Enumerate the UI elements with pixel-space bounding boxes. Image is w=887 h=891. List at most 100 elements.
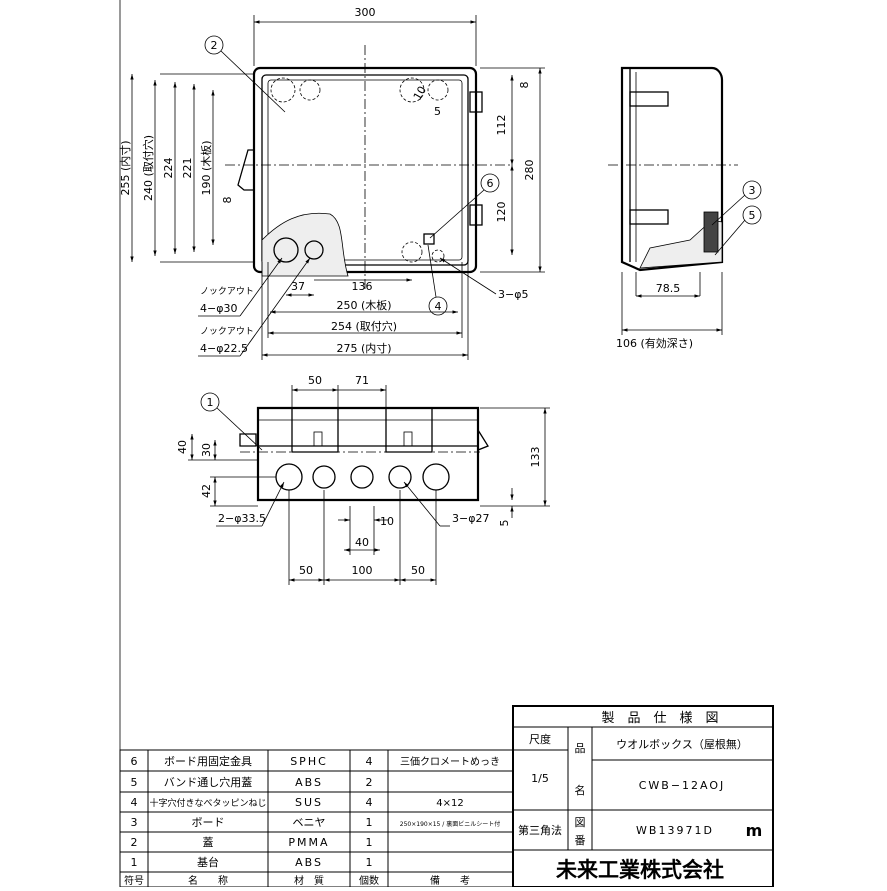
side-dim-106: 106 (有効深さ): [616, 336, 693, 350]
front-dim-280: 280: [523, 160, 536, 181]
front-hinge-top: [469, 91, 483, 113]
svg-text:1: 1: [366, 856, 373, 869]
bottom-dim-71: 71: [355, 374, 369, 387]
drawing-number: WB13971D: [636, 824, 714, 837]
scale-label: 尺度: [529, 732, 551, 746]
svg-text:250×190×15 / 裏面ビニルシート付: 250×190×15 / 裏面ビニルシート付: [400, 820, 500, 828]
front-dim-250: 250 (木板): [336, 298, 391, 312]
table-header-row: 符号 名 称 材 質 個数 備 考: [124, 874, 470, 887]
svg-text:ABS: ABS: [295, 776, 323, 789]
front-dim-136: 136: [352, 280, 373, 293]
header-note: 備 考: [430, 874, 470, 887]
side-dim-78-5: 78.5: [656, 282, 681, 295]
svg-text:ABS: ABS: [295, 856, 323, 869]
svg-text:バンド通し穴用蓋: バンド通し穴用蓋: [164, 775, 253, 789]
holes-3-phi5: 3−φ5: [498, 288, 528, 301]
front-dim-224: 224: [162, 158, 175, 179]
knockout1-label: ノックアウト: [200, 286, 254, 297]
table-row: 6 ボード用固定金具 SPHC 4 三価クロメートめっき: [131, 754, 501, 768]
callout-3: 3: [749, 184, 756, 197]
bottom-dim-30: 30: [200, 443, 213, 457]
side-hinge-top: [629, 91, 669, 107]
callout-5: 5: [749, 209, 756, 222]
front-dim-112: 112: [495, 115, 508, 136]
bottom-holes-right: 3−φ27: [452, 512, 489, 525]
svg-text:ボード用固定金具: ボード用固定金具: [164, 754, 252, 768]
table-row: 2 蓋 PMMA 1: [131, 836, 373, 849]
svg-text:4×12: 4×12: [436, 798, 463, 809]
bottom-dim-50-l: 50: [299, 564, 313, 577]
svg-text:4: 4: [131, 796, 138, 809]
bottom-left-latch: [239, 433, 257, 447]
mount-hole-top-left: [270, 77, 296, 103]
header-material: 材 質: [294, 874, 324, 887]
svg-text:2: 2: [366, 776, 373, 789]
front-dim-8-left: 8: [221, 197, 234, 204]
front-dim-10: 10: [411, 84, 429, 103]
bottom-dim-133: 133: [529, 447, 542, 468]
svg-text:十字穴付きなべタッピンねじ: 十字穴付きなべタッピンねじ: [149, 797, 266, 809]
svg-text:ベニヤ: ベニヤ: [293, 816, 326, 829]
name-label-1: 品: [575, 742, 586, 755]
spec-header: 製 品 仕 様 図: [601, 711, 718, 726]
side-body-outline: [620, 66, 724, 272]
bottom-view: 50 71 40 30 42 133 5 10 40: [176, 374, 550, 585]
bottom-hole-2: [312, 465, 336, 489]
bottom-dim-42: 42: [200, 484, 213, 498]
svg-text:1: 1: [131, 856, 138, 869]
bottom-dim-40: 40: [176, 440, 189, 454]
front-left-latch: [237, 149, 255, 191]
header-no: 符号: [124, 874, 144, 887]
svg-text:SUS: SUS: [295, 796, 323, 809]
callout-4: 4: [435, 300, 442, 313]
callout-1: 1: [207, 396, 214, 409]
table-row: 1 基台 ABS 1: [131, 855, 373, 869]
svg-text:2: 2: [131, 836, 138, 849]
projection-method: 第三角法: [518, 823, 562, 837]
name-label-2: 名: [575, 783, 586, 797]
company-logo-mark: m: [746, 821, 763, 840]
front-dim-5: 5: [434, 105, 441, 118]
table-row: 3 ボード ベニヤ 1 250×190×15 / 裏面ビニルシート付: [131, 816, 501, 829]
svg-text:3: 3: [131, 816, 138, 829]
drawing-label-1: 図: [575, 816, 586, 829]
parts-table: 6 ボード用固定金具 SPHC 4 三価クロメートめっき 5 バンド通し穴用蓋 …: [119, 749, 514, 888]
front-dim-120: 120: [495, 202, 508, 223]
knockout-30: [273, 237, 299, 263]
svg-text:基台: 基台: [197, 855, 219, 869]
svg-text:1: 1: [366, 816, 373, 829]
knockout-22-5: [304, 240, 324, 260]
table-row: 4 十字穴付きなべタッピンねじ SUS 4 4×12: [131, 796, 464, 809]
front-dim-275: 275 (内寸): [336, 341, 391, 355]
mount-hole-top-right: [399, 77, 425, 103]
svg-text:5: 5: [131, 776, 138, 789]
mount-hole-bottom: [401, 241, 423, 263]
svg-text:三価クロメートめっき: 三価クロメートめっき: [400, 755, 500, 768]
bottom-dim-10: 10: [380, 515, 394, 528]
board-bracket: [423, 233, 435, 245]
front-dim-8-right: 8: [518, 82, 531, 89]
drawing-label-2: 番: [575, 834, 586, 847]
side-hinge-bottom: [629, 209, 669, 225]
callout-6: 6: [487, 177, 494, 190]
bottom-holes-left: 2−φ33.5: [218, 512, 266, 525]
front-dim-width-300: 300: [355, 6, 376, 19]
model-number: CWB−12AOJ: [639, 779, 726, 792]
bottom-hole-1: [275, 463, 303, 491]
bottom-hole-5: [422, 463, 450, 491]
bottom-dim-100: 100: [352, 564, 373, 577]
front-dim-255: 255 (内寸): [118, 140, 132, 195]
front-view: 300 255 (内寸) 240 (取付穴) 224 221 190 (木板) …: [118, 6, 545, 360]
svg-text:1: 1: [366, 836, 373, 849]
bottom-body-outline: [256, 406, 480, 502]
side-view: 78.5 106 (有効深さ) 3 5: [608, 66, 762, 350]
header-name: 名 称: [188, 874, 228, 887]
svg-text:6: 6: [131, 755, 138, 768]
bottom-dim-40-b: 40: [355, 536, 369, 549]
bottom-dim-50-top: 50: [308, 374, 322, 387]
table-row: 5 バンド通し穴用蓋 ABS 2: [131, 775, 373, 789]
front-dim-221: 221: [181, 158, 194, 179]
front-dim-190: 190 (木板): [199, 140, 213, 195]
bottom-hole-4: [388, 465, 412, 489]
